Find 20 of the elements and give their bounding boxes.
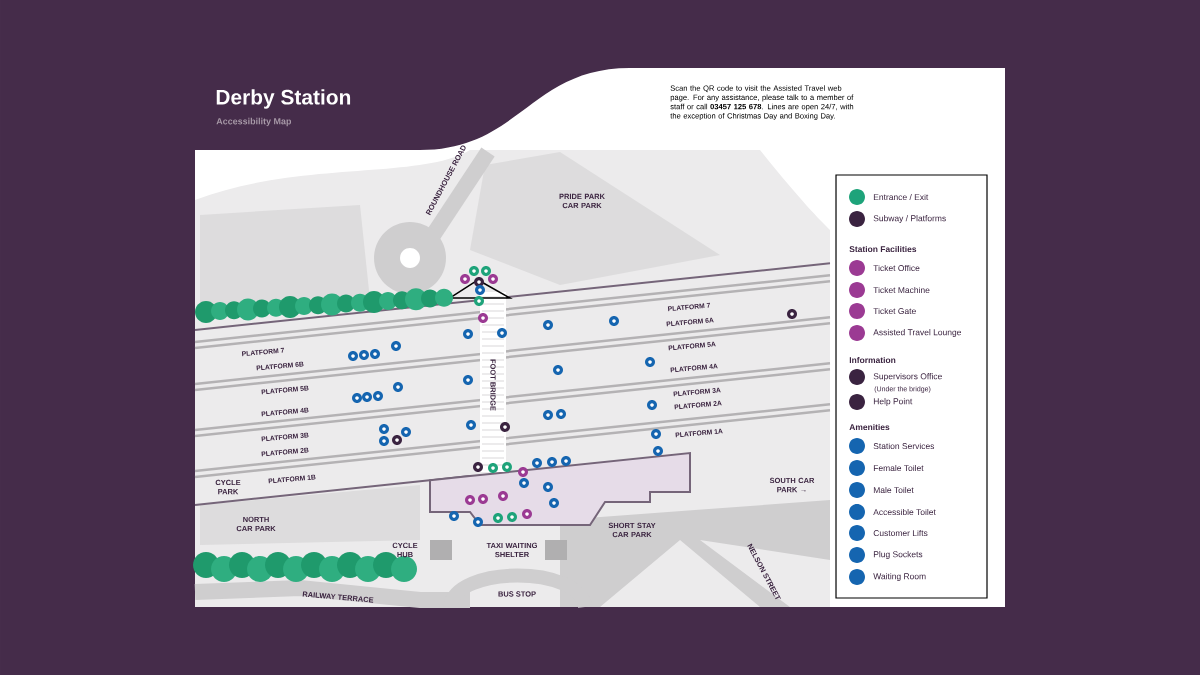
legend-label: Station Services — [873, 442, 935, 450]
legend-label: Accessible Toilet — [873, 508, 936, 516]
legend-label: Waiting Room — [873, 573, 926, 581]
legend-label: Customer Lifts — [873, 529, 928, 537]
legend-heading: Station Facilities — [849, 245, 917, 253]
title: Derby Station — [216, 89, 351, 109]
legend-label: Plug Sockets — [873, 551, 923, 559]
legend-label: Male Toilet — [873, 486, 914, 494]
legend-label: Subway / Platforms — [873, 215, 946, 223]
legend-label: Ticket Machine — [873, 286, 930, 294]
legend-label: Help Point — [873, 398, 913, 406]
legend-label: Entrance / Exit — [873, 193, 929, 201]
legend-label: Ticket Gate — [873, 307, 916, 315]
legend-label: Assisted Travel Lounge — [873, 329, 961, 337]
legend-heading: Information — [849, 356, 896, 364]
legend-label: Ticket Office — [873, 264, 920, 272]
legend-heading: Amenities — [849, 423, 890, 431]
legend-label: Supervisors Office — [873, 373, 942, 381]
legend-label: Female Toilet — [873, 464, 924, 472]
subtitle: Accessibility Map — [216, 117, 292, 127]
